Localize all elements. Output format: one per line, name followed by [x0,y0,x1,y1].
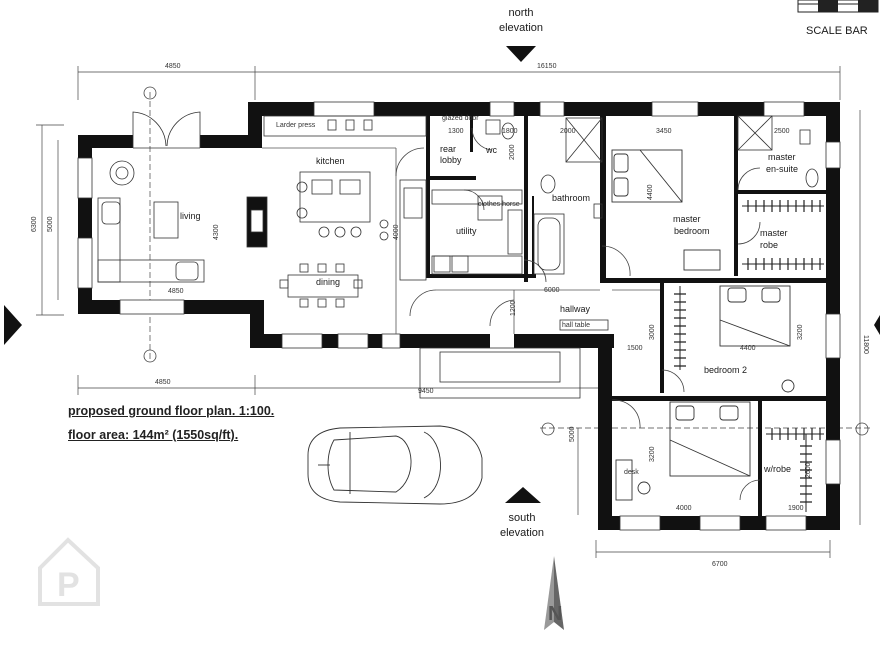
north-arrow-icon: N [544,556,564,630]
watermark-letter: P [57,566,80,604]
thin-walls [262,147,660,334]
room-wc: wc [485,145,497,155]
clothes-horse-label: clothes horse [478,201,520,208]
wardrobes [679,205,824,512]
wardrobe-hatching [674,200,821,503]
room-rear-lobby-line2: lobby [440,155,462,165]
door-swings [395,127,761,501]
south-elevation-line1: south [509,512,536,524]
dim-bed3-depth: 3200 [649,446,656,462]
room-master-bedroom-line1: master [673,214,701,224]
dim-bed3-width: 4000 [676,505,692,512]
dim-ensuite-width: 2500 [774,128,790,135]
south-elevation-marker: south elevation [500,487,544,539]
hall-table-label: hall table [562,322,590,329]
interior-walls [426,116,826,516]
dim-small-1800: 1800 [502,128,518,135]
dim-wing-height: 5000 [569,426,576,442]
plan-caption: proposed ground floor plan. 1:100. [68,404,275,418]
car-icon [307,425,483,505]
dim-living-inner: 4850 [168,288,184,295]
dim-small-1300: 1300 [448,128,464,135]
room-master-bedroom-line2: bedroom [674,226,710,236]
north-elevation-line2: elevation [499,22,543,34]
room-living: living [180,211,201,221]
north-arrow-letter: N [548,603,562,625]
dim-left-total: 6300 [31,216,38,232]
hall-table [419,319,609,399]
room-labels: kitchen living dining rear lobby wc util… [180,144,798,474]
exterior-walls [78,102,840,530]
desk-label: desk [624,469,639,476]
room-kitchen: kitchen [316,156,345,166]
south-elevation-line2: elevation [500,527,544,539]
dim-hall-length: 6000 [544,287,560,294]
north-elevation-line1: north [508,7,533,19]
windows [77,101,841,531]
scale-bar: SCALE BAR [797,0,879,37]
scale-bar-label: SCALE BAR [806,25,868,37]
dim-wing-width: 6700 [712,561,728,568]
dim-utility-depth: 4000 [393,224,400,240]
west-elevation-arrow-icon [4,305,22,345]
floor-area-caption: floor area: 144m² (1550sq/ft). [68,428,239,442]
utility-fixtures [431,115,819,275]
dim-bottom-left: 4850 [155,379,171,386]
dim-bed2-depth: 3200 [797,324,804,340]
dim-bottom-total: 9450 [418,388,434,395]
dim-kitchen-depth: 4300 [213,224,220,240]
room-hallway: hallway [560,304,591,314]
living-furniture [97,160,205,283]
dim-top-total: 16150 [537,63,557,70]
dim-top-left: 4850 [165,63,181,70]
living-french-doors [132,111,201,149]
room-master-ensuite-line1: master [768,152,796,162]
dim-bath-width: 2000 [560,128,576,135]
larder-label: Larder press [276,122,316,129]
dim-hall-short: 1500 [627,345,643,352]
north-elevation-marker: north elevation [499,7,543,62]
dim-bed2-side: 3000 [649,324,656,340]
room-bathroom: bathroom [552,193,590,203]
dim-small-1200: 1200 [510,300,517,316]
room-master-ensuite-line2: en-suite [766,164,798,174]
room-bedroom-2: bedroom 2 [704,365,747,375]
room-master-robe-line2: robe [760,240,778,250]
dim-master-depth: 4400 [647,184,654,200]
glazed-door-label: glazed door [442,115,479,122]
section-markers [143,86,869,436]
dim-master-width: 3450 [656,128,672,135]
room-dining: dining [316,277,340,287]
watermark-logo: P [38,537,100,606]
dimension-lines [36,66,870,558]
south-arrow-triangle-icon [505,487,541,503]
room-wrobe: w/robe [763,464,791,474]
room-master-robe-line1: master [760,228,788,238]
north-arrow-triangle-icon [506,46,536,62]
dim-right-total: 11800 [862,335,869,354]
dim-bed2-width: 4400 [740,345,756,352]
east-elevation-arrow-icon [874,315,880,335]
beds [611,149,795,501]
kitchen-units [246,115,427,308]
room-utility: utility [456,226,477,236]
dim-left-inner: 5000 [47,216,54,232]
dim-wc-depth: 2000 [509,144,516,160]
room-rear-lobby-line1: rear [440,144,456,154]
dim-robe-width: 1900 [788,505,804,512]
